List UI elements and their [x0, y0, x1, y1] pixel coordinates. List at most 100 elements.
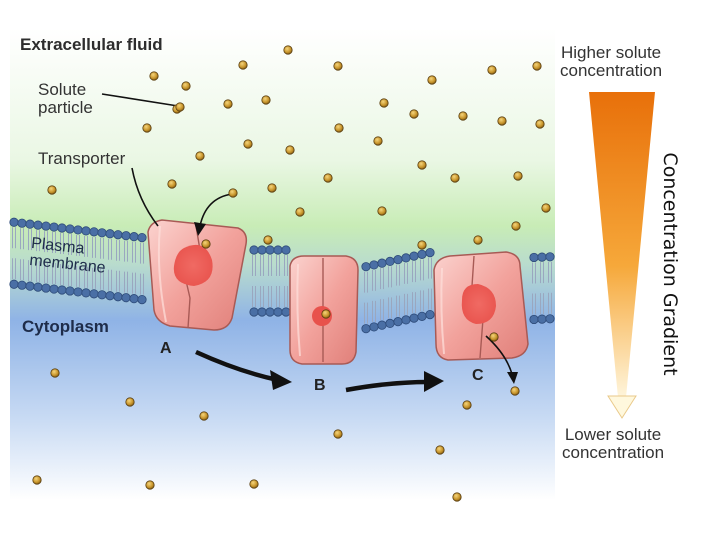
lipid-head: [89, 227, 99, 237]
lipid-head: [361, 324, 371, 334]
lipid-head: [41, 221, 51, 231]
lipid-head: [409, 251, 419, 261]
solute-particle: [510, 386, 520, 396]
lipid-head: [385, 318, 395, 328]
lipid-head: [537, 314, 547, 324]
transporter-a: [147, 219, 248, 331]
lipid-head: [97, 290, 107, 300]
lipid-head: [49, 222, 59, 232]
lipid-head: [257, 245, 267, 255]
solute-particle: [435, 445, 445, 455]
concentration-gradient-cone: [589, 92, 655, 419]
lipid-head: [425, 309, 435, 320]
lipid-head: [529, 314, 539, 325]
lipid-head: [361, 262, 371, 272]
lipid-head: [545, 314, 555, 324]
solute-particle: [373, 136, 383, 146]
lipid-head: [249, 245, 259, 255]
solute-particle: [541, 203, 551, 213]
solute-particle: [487, 65, 497, 75]
lipid-head: [17, 280, 27, 290]
solute-particle: [145, 480, 155, 490]
bound-solute-particle: [489, 332, 499, 342]
solute-pointer-line: [101, 93, 179, 107]
lipid-head: [545, 252, 555, 262]
lipid-head: [257, 307, 267, 317]
solute-particle: [181, 81, 191, 91]
solute-particle: [323, 173, 333, 183]
label-solute-particle: Solute particle: [38, 80, 93, 117]
transporter-pointer-line: [131, 167, 159, 227]
solute-particle: [238, 60, 248, 70]
solute-particle: [50, 368, 60, 378]
lipid-head: [113, 230, 123, 240]
solute-particle: [379, 98, 389, 108]
arrow-a-to-b: [195, 349, 292, 390]
solute-particle: [532, 61, 542, 71]
solute-particle: [450, 173, 460, 183]
lipid-head: [377, 258, 387, 268]
solute-particle: [473, 235, 483, 245]
title-extracellular-fluid: Extracellular fluid: [20, 35, 163, 54]
solute-particle: [321, 309, 331, 319]
solute-particle: [409, 109, 419, 119]
lipid-head: [409, 313, 419, 323]
lipid-head: [273, 307, 283, 317]
bound-solute-particle: [201, 239, 211, 249]
solute-particle: [47, 185, 57, 195]
transporter-c: [433, 251, 529, 361]
lipid-head: [393, 255, 403, 265]
lipid-head: [57, 223, 67, 233]
lipid-head: [49, 284, 59, 294]
label-transporter: Transporter: [38, 149, 126, 168]
lipid-head: [9, 217, 19, 227]
solute-particle: [175, 102, 185, 112]
label-state-b: B: [314, 377, 326, 394]
lipid-head: [33, 220, 43, 230]
lipid-head: [33, 282, 43, 292]
solute-particle: [125, 397, 135, 407]
solute-particle: [295, 207, 305, 217]
solute-particle: [334, 123, 344, 133]
solute-particle: [462, 400, 472, 410]
solute-particle: [458, 111, 468, 121]
lipid-head: [417, 249, 427, 259]
solute-particle: [149, 71, 159, 81]
lipid-head: [137, 294, 147, 305]
lipid-head: [377, 320, 387, 330]
solute-particle: [283, 45, 293, 55]
lipid-head: [73, 287, 83, 297]
lipid-head: [73, 225, 83, 235]
solute-particle: [535, 119, 545, 129]
lipid-head: [129, 294, 139, 304]
label-lower-concentration: Lower solute concentration: [562, 425, 665, 462]
label-concentration-gradient: Concentration Gradient: [659, 152, 681, 376]
label-cytoplasm: Cytoplasm: [22, 317, 109, 336]
solute-particle: [427, 75, 437, 85]
solute-particle: [167, 179, 177, 189]
solute-particle: [333, 429, 343, 439]
solute-particle: [32, 475, 42, 485]
lipid-head: [529, 252, 539, 263]
lipid-head: [25, 219, 35, 229]
lipid-head: [25, 281, 35, 291]
solute-particle: [513, 171, 523, 181]
lipid-head: [281, 307, 291, 317]
label-state-c: C: [472, 367, 484, 384]
solute-particles: [32, 45, 551, 502]
lipid-head: [137, 233, 147, 243]
lipid-head: [369, 322, 379, 332]
solute-particle: [249, 479, 259, 489]
lipid-head: [89, 289, 99, 299]
solute-particle: [228, 188, 238, 198]
solute-particle: [417, 240, 427, 250]
lipid-head: [41, 283, 51, 293]
lipid-head: [385, 256, 395, 266]
lipid-head: [273, 245, 283, 255]
plasma-membrane: [9, 217, 555, 334]
solute-particle: [195, 151, 205, 161]
solute-particle: [223, 99, 233, 109]
lipid-head: [105, 229, 115, 239]
lipid-head: [369, 260, 379, 270]
